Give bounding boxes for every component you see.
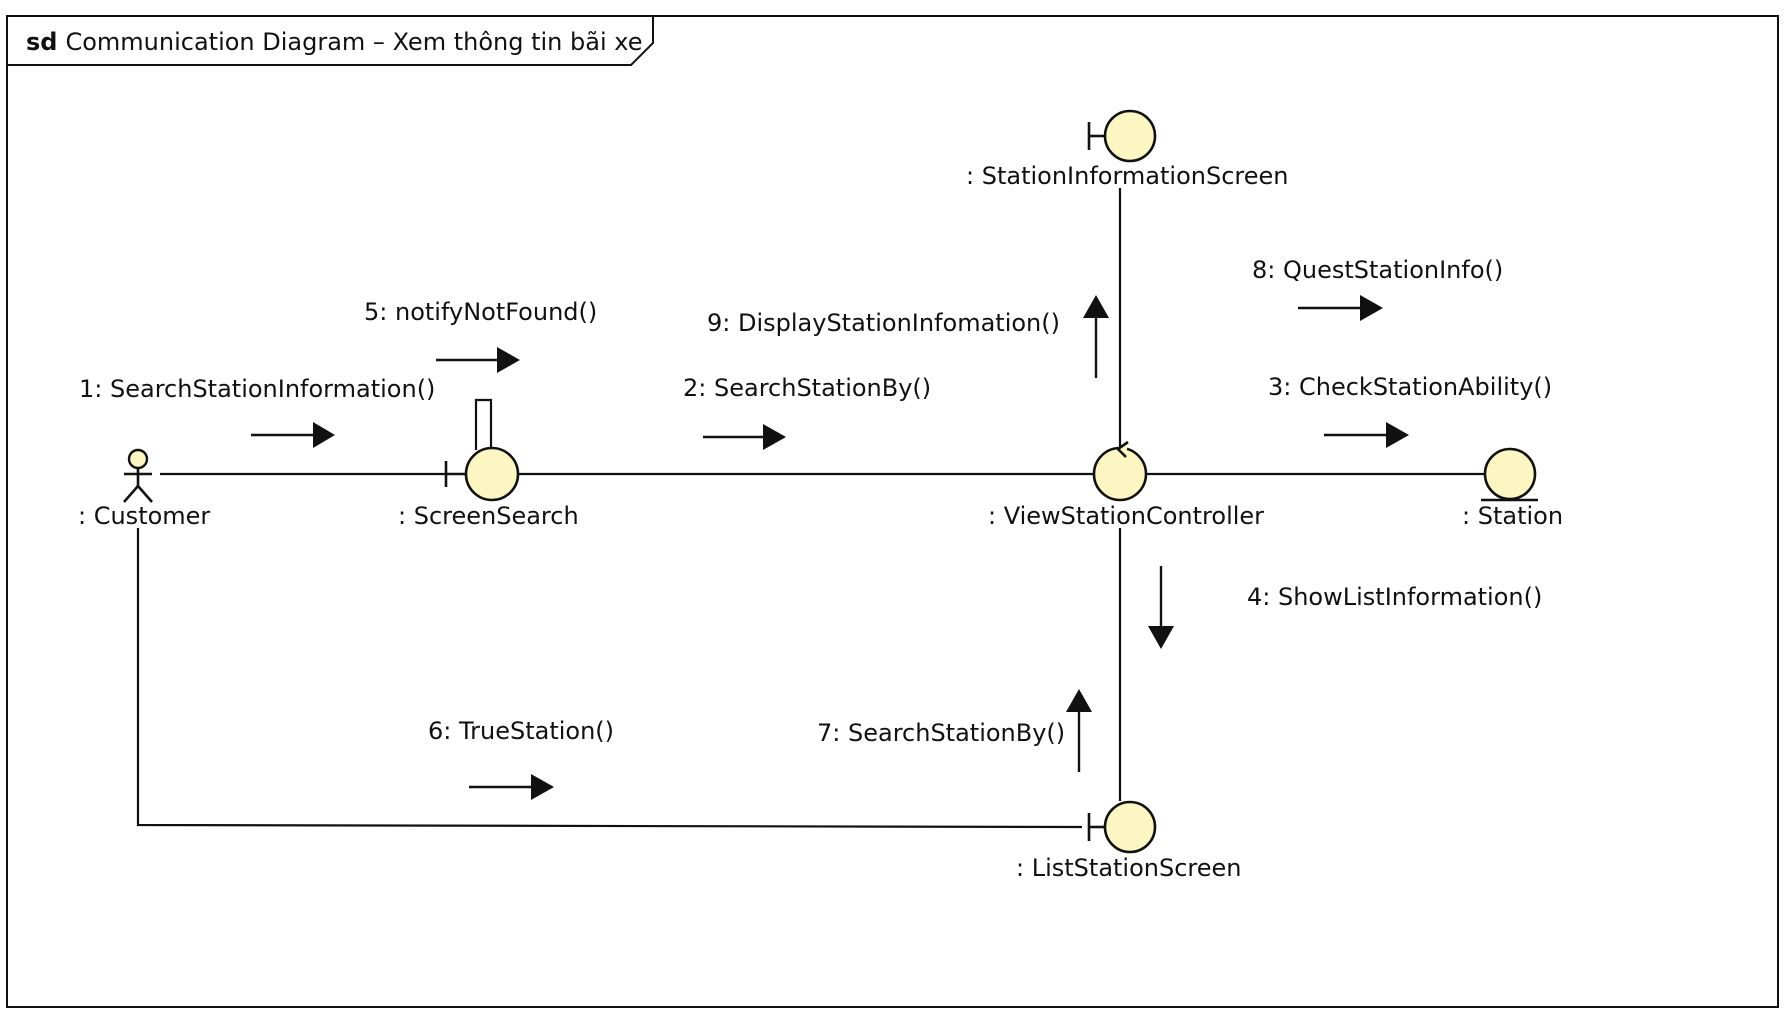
message-2-arrow-head <box>763 424 786 450</box>
message-7-label: 7: SearchStationBy() <box>817 719 1065 747</box>
info-screen-object[interactable]: : StationInformationScreen <box>966 109 1288 190</box>
message-8-label: 8: QuestStationInfo() <box>1252 256 1503 284</box>
screen-search-object[interactable]: : ScreenSearch <box>398 446 579 530</box>
message-2: 2: SearchStationBy() <box>683 374 931 450</box>
message-6-arrow-head <box>531 774 554 800</box>
message-1-arrow-head <box>313 422 335 448</box>
entity-icon <box>1481 447 1538 502</box>
message-4: 4: ShowListInformation() <box>1148 566 1542 649</box>
message-9-arrow-head <box>1083 295 1109 318</box>
station-object[interactable]: : Station <box>1462 447 1563 530</box>
message-6-label: 6: TrueStation() <box>428 717 614 745</box>
message-3-label: 3: CheckStationAbility() <box>1268 373 1552 401</box>
info-screen-label: : StationInformationScreen <box>966 162 1288 190</box>
boundary-icon <box>444 446 520 502</box>
frame-title-tab <box>7 16 654 66</box>
customer-label: : Customer <box>78 502 210 530</box>
message-2-label: 2: SearchStationBy() <box>683 374 931 402</box>
list-screen-object[interactable]: : ListStationScreen <box>1016 800 1242 882</box>
message-5-label: 5: notifyNotFound() <box>364 298 597 326</box>
list-screen-label: : ListStationScreen <box>1016 854 1242 882</box>
message-7: 7: SearchStationBy() <box>817 689 1092 772</box>
station-label: : Station <box>1462 502 1563 530</box>
message-3: 3: CheckStationAbility() <box>1268 373 1552 448</box>
message-1: 1: SearchStationInformation() <box>79 375 435 448</box>
link-customer-listscreen <box>136 528 1083 829</box>
boundary-icon <box>1087 800 1157 854</box>
controller-label: : ViewStationController <box>988 502 1264 530</box>
control-icon <box>1092 440 1148 502</box>
message-4-arrow-head <box>1148 626 1174 649</box>
message-9: 9: DisplayStationInfomation() <box>707 295 1109 378</box>
message-9-label: 9: DisplayStationInfomation() <box>707 309 1060 337</box>
frame-title-text: Communication Diagram – Xem thông tin bã… <box>65 28 642 56</box>
customer-actor[interactable]: : Customer <box>78 448 210 530</box>
message-8: 8: QuestStationInfo() <box>1252 256 1503 321</box>
controller-object[interactable]: : ViewStationController <box>988 440 1264 530</box>
boundary-icon <box>1087 109 1157 163</box>
message-5-arrow-head <box>497 347 520 373</box>
message-7-arrow-head <box>1066 689 1092 712</box>
message-3-arrow-head <box>1386 422 1409 448</box>
message-1-label: 1: SearchStationInformation() <box>79 375 435 403</box>
links <box>136 188 1485 829</box>
actor-icon <box>123 448 153 503</box>
diagram-frame <box>6 15 1779 1008</box>
message-8-arrow-head <box>1360 295 1383 321</box>
message-6: 6: TrueStation() <box>428 717 614 800</box>
frame-keyword: sd <box>26 28 57 56</box>
message-5: 5: notifyNotFound() <box>364 298 597 373</box>
self-link-screensearch <box>474 398 493 450</box>
screen-search-label: : ScreenSearch <box>398 502 579 530</box>
frame-title: sd Communication Diagram – Xem thông tin … <box>26 28 642 56</box>
message-4-label: 4: ShowListInformation() <box>1247 583 1542 611</box>
